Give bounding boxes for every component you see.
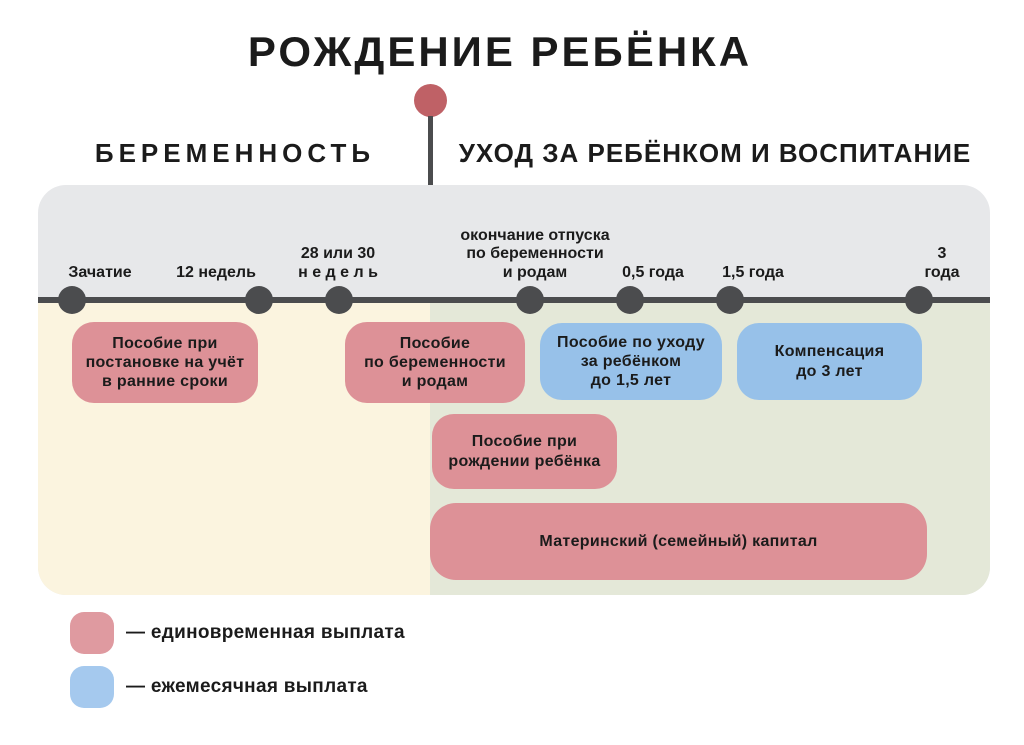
benefit-compensation-3: Компенсация до 3 лет — [737, 323, 922, 400]
tick-label-12-weeks: 12 недель — [176, 263, 256, 281]
benefit-child-birth: Пособие при рождении ребёнка — [432, 414, 617, 489]
page-title: РОЖДЕНИЕ РЕБЁНКА — [247, 28, 753, 75]
section-heading-pregnancy: БЕРЕМЕННОСТЬ — [94, 138, 376, 168]
timeline-dot-28-30-weeks — [325, 286, 353, 314]
tick-label-1-5-years: 1,5 года — [722, 263, 784, 281]
timeline-dot-3-years — [905, 286, 933, 314]
tick-label-half-year: 0,5 года — [622, 263, 684, 281]
legend-item-monthly: — ежемесячная выплата — [70, 666, 368, 708]
timeline-dot-12-weeks — [245, 286, 273, 314]
tick-label-leave-end: окончание отпуска по беременности и рода… — [460, 226, 610, 281]
section-heading-care: УХОД ЗА РЕБЁНКОМ И ВОСПИТАНИЕ — [458, 138, 972, 168]
timeline-dot-1-5-years — [716, 286, 744, 314]
tick-label-3-years: 3 года — [924, 245, 960, 281]
timeline-dot-half-year — [616, 286, 644, 314]
tick-label-conception: Зачатие — [68, 263, 132, 281]
legend-label-monthly: — ежемесячная выплата — [126, 676, 368, 697]
benefit-maternal-capital: Материнский (семейный) капитал — [430, 503, 927, 580]
timeline-axis — [38, 297, 990, 303]
tick-label-28-30-weeks: 28 или 30 н е д е л ь — [298, 245, 378, 281]
timeline-panel: Зачатие 12 недель 28 или 30 н е д е л ь … — [38, 185, 990, 595]
birth-point-marker — [414, 84, 447, 117]
legend-label-one-time: — единовременная выплата — [126, 622, 405, 643]
benefit-pregnancy-birth: Пособие по беременности и родам — [345, 322, 525, 403]
monthly-payment-swatch — [70, 666, 114, 708]
timeline-dot-leave-end — [516, 286, 544, 314]
legend-item-one-time: — единовременная выплата — [70, 612, 405, 654]
benefit-early-registration: Пособие при постановке на учёт в ранние … — [72, 322, 258, 403]
timeline-dot-conception — [58, 286, 86, 314]
one-time-payment-swatch — [70, 612, 114, 654]
benefit-childcare-1-5: Пособие по уходу за ребёнком до 1,5 лет — [540, 323, 722, 400]
